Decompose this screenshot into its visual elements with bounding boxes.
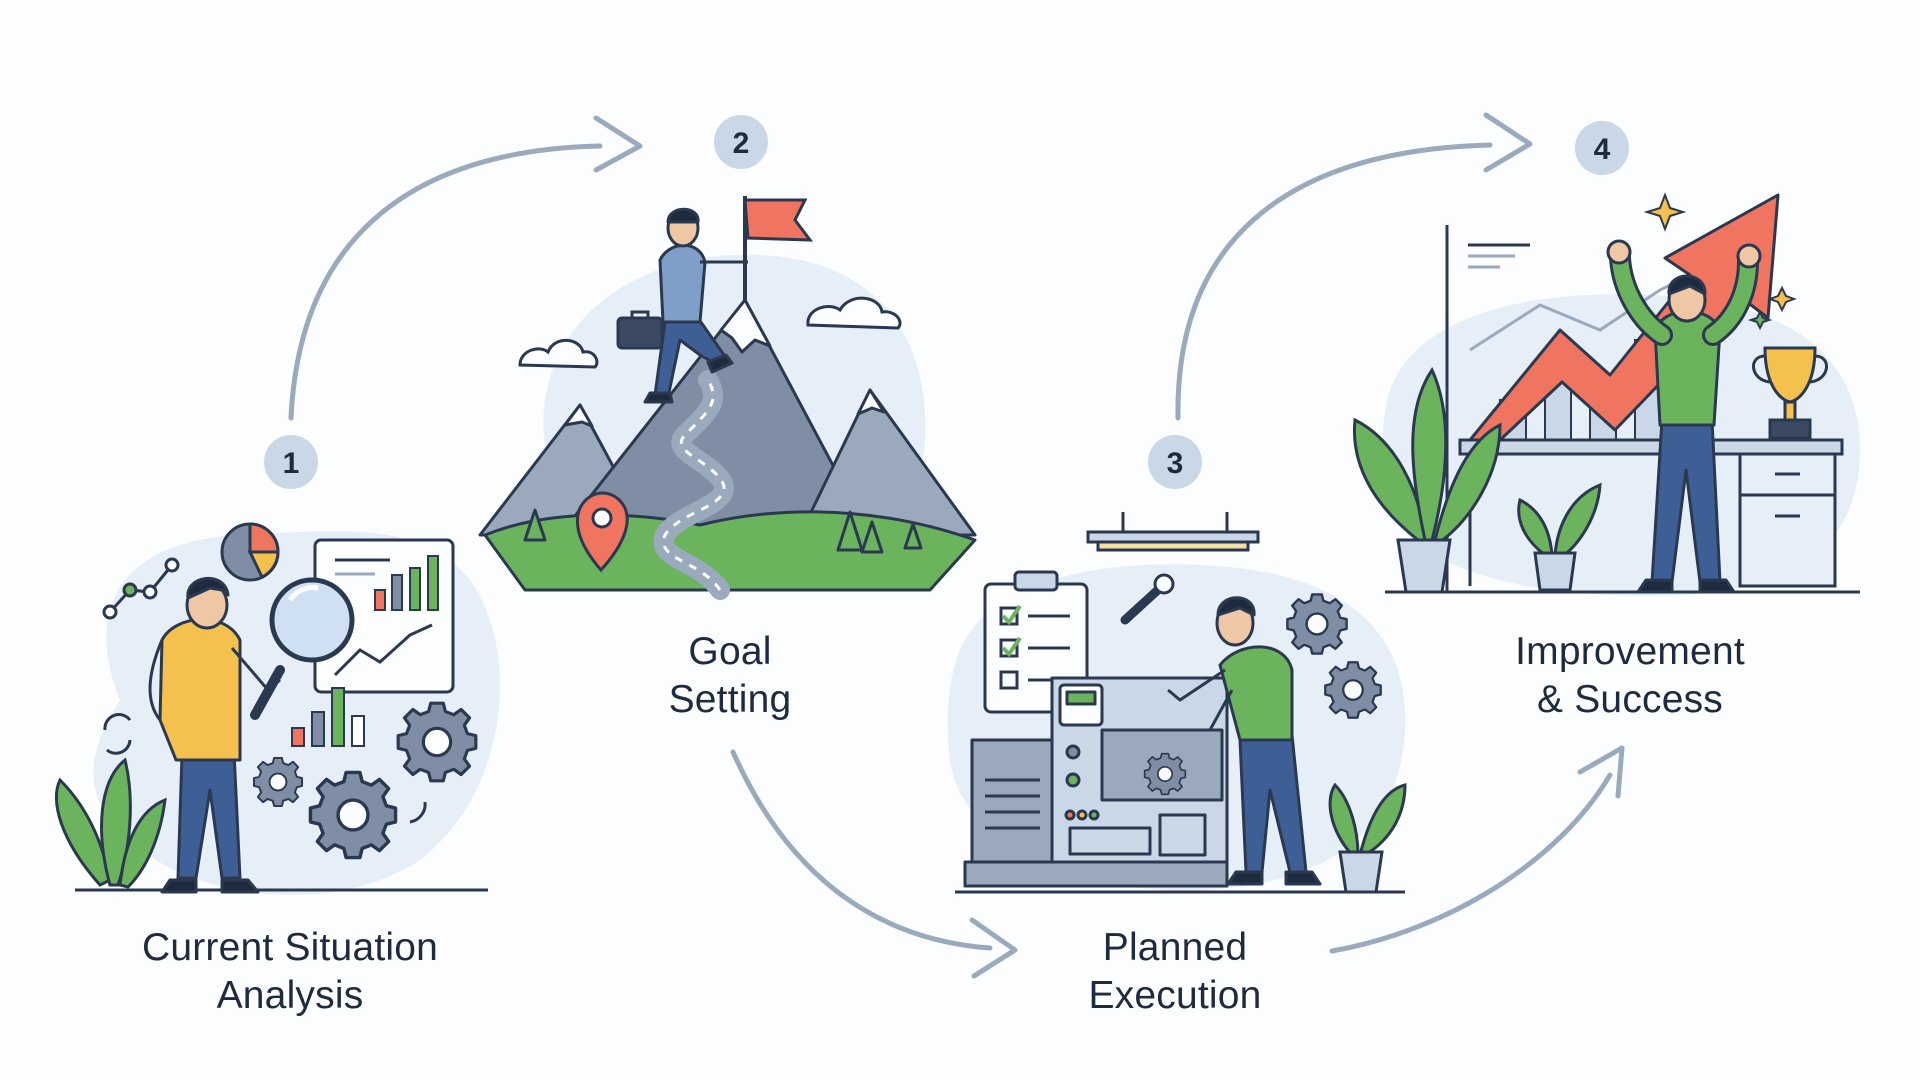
step-title-line1: Improvement	[1515, 630, 1745, 673]
briefcase-icon	[616, 310, 664, 350]
step-label-2: Goal Setting	[560, 628, 900, 724]
trophy-icon	[1752, 346, 1828, 440]
illustration-goal	[478, 196, 977, 600]
location-pin-icon	[575, 491, 629, 573]
refresh-icon	[103, 713, 427, 824]
step-number: 4	[1594, 133, 1611, 166]
report-board	[313, 538, 455, 694]
step-title-line1: Goal	[688, 630, 772, 673]
analyst-person	[148, 577, 281, 894]
plant-icon	[1328, 782, 1407, 894]
step-title-line2: Execution	[1088, 974, 1262, 1017]
celebrating-person	[1606, 239, 1762, 594]
line-chart-icon	[102, 557, 180, 620]
wrench-icon	[1120, 573, 1175, 625]
arrow-1-to-2	[288, 115, 643, 421]
step-number: 3	[1167, 447, 1184, 480]
illustration-success	[1352, 192, 1860, 596]
cloud-icon	[518, 296, 902, 369]
step-number: 2	[733, 127, 750, 160]
lamp-icon	[1086, 512, 1260, 552]
step-number: 1	[283, 447, 300, 480]
sparkle-icon	[1643, 192, 1797, 331]
desk	[1458, 438, 1844, 588]
step-title-line2: & Success	[1536, 678, 1724, 721]
magnifier-icon	[250, 577, 355, 720]
illustration-execution	[947, 512, 1407, 894]
step-title-line2: Analysis	[216, 974, 364, 1017]
arrow-4-to-1	[1329, 745, 1625, 954]
step-title-line1: Planned	[1102, 926, 1248, 969]
plant-icon	[54, 757, 167, 889]
arrow-3-to-4	[1175, 112, 1533, 421]
flag-icon	[743, 196, 814, 300]
arrow-2-to-3	[730, 749, 1018, 979]
step-title-line2: Setting	[668, 678, 792, 721]
step-badge-1: 1	[264, 435, 318, 489]
step-badge-4: 4	[1575, 121, 1629, 175]
worker-person	[1167, 596, 1322, 886]
step-badge-3: 3	[1148, 435, 1202, 489]
pie-chart-icon	[220, 522, 280, 582]
climber-person	[643, 207, 748, 404]
plant-icon	[1352, 366, 1602, 594]
step-label-3: Planned Execution	[1010, 924, 1340, 1020]
step-badge-2: 2	[714, 115, 768, 169]
step-label-1: Current Situation Analysis	[90, 924, 490, 1020]
mountain-icon	[478, 298, 977, 600]
step-title-line1: Current Situation	[141, 926, 439, 969]
machine-icon	[963, 676, 1229, 888]
illustration-analysis	[54, 522, 500, 895]
step-label-4: Improvement & Success	[1440, 628, 1820, 724]
growth-arrow-icon	[1468, 193, 1780, 442]
bar-chart-icon	[291, 687, 365, 747]
